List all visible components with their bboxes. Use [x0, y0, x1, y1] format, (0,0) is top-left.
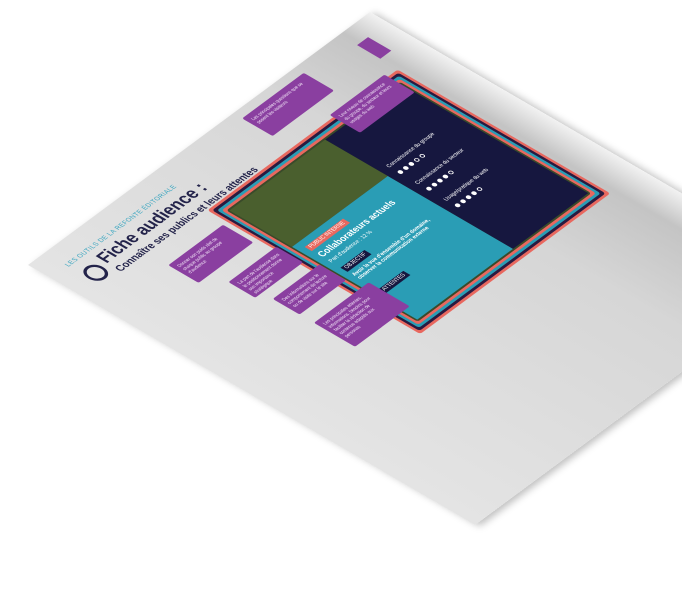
- qr-logo-icon: [357, 37, 392, 59]
